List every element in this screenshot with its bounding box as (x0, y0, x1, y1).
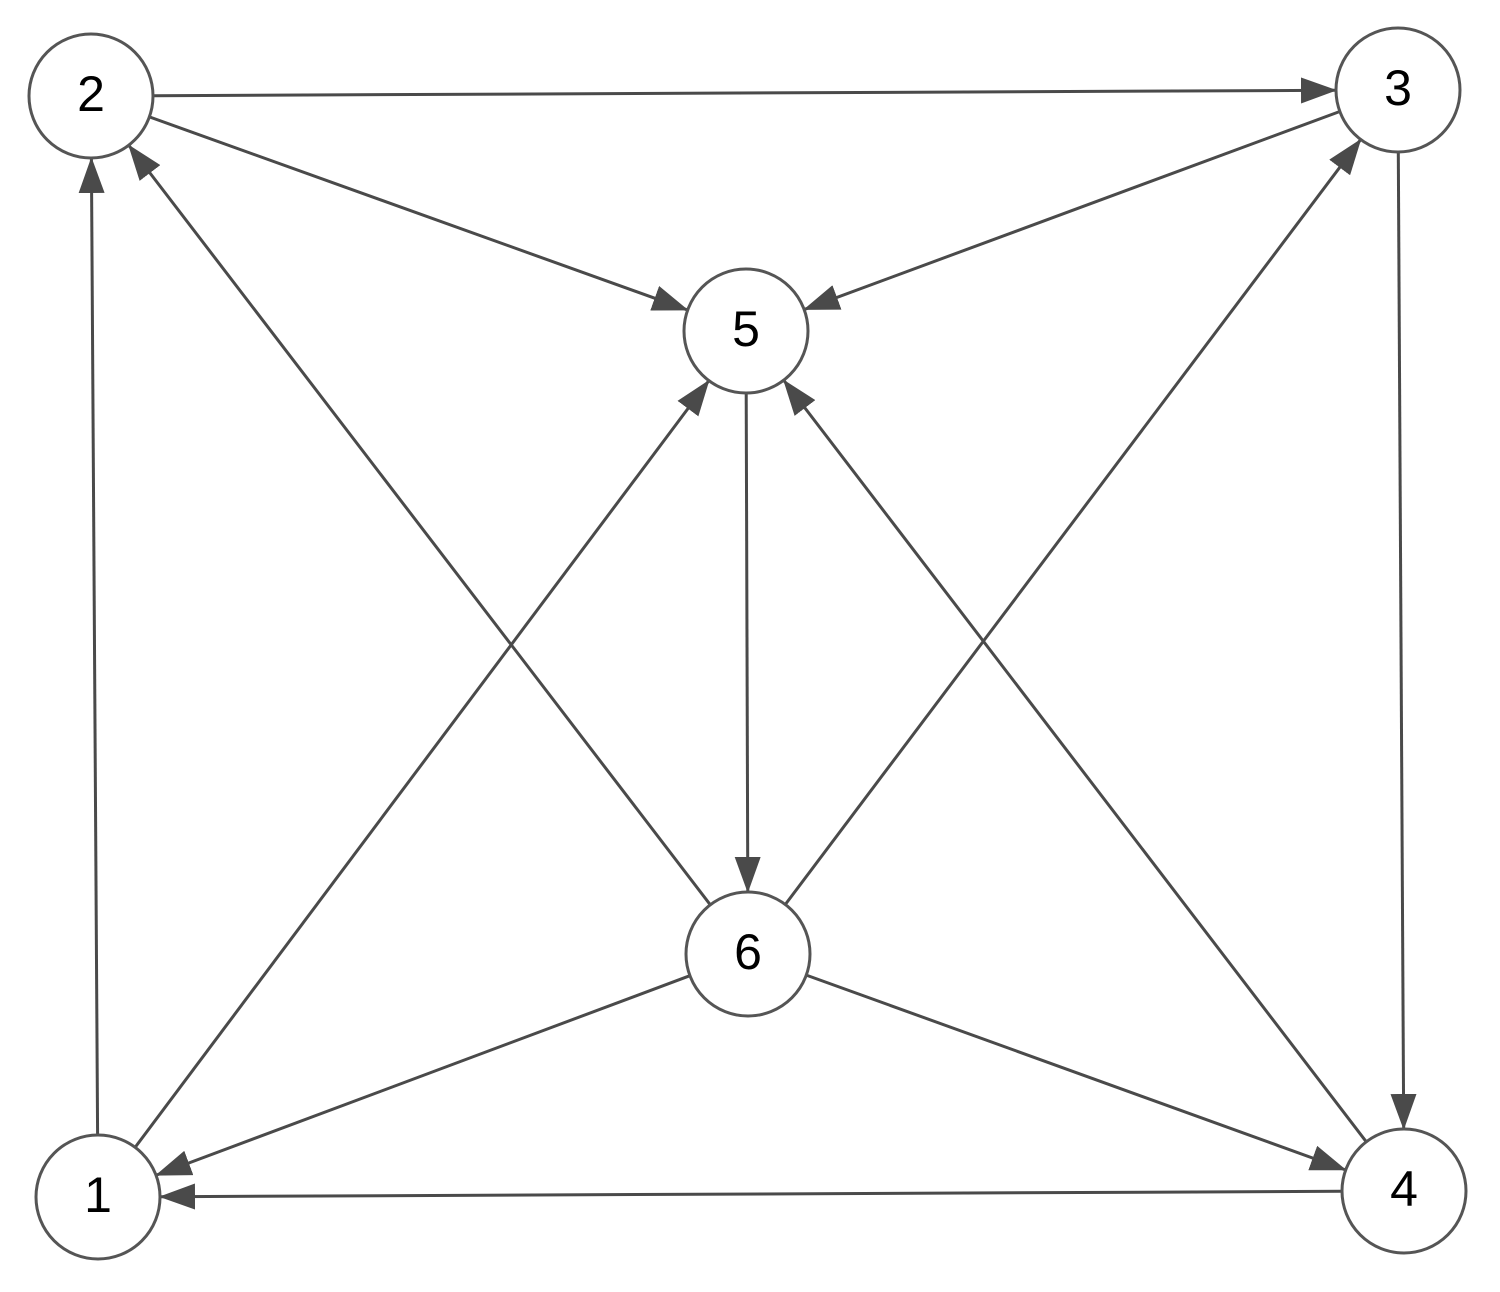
node-label-2: 2 (77, 66, 105, 122)
edge-1-to-2 (78, 157, 105, 1136)
edges-layer (78, 77, 1417, 1210)
edge-3-to-5 (803, 110, 1341, 311)
node-circle-1 (34, 1133, 162, 1261)
edge-5-to-6 (734, 392, 761, 893)
node-1: 1 (34, 1133, 162, 1261)
node-5: 5 (682, 267, 810, 395)
nodes-layer: 1 2 3 4 5 6 (27, 26, 1468, 1261)
edge-6-to-4 (805, 973, 1347, 1172)
edge-4-to-1 (159, 1183, 1343, 1210)
node-circle-4 (1340, 1127, 1468, 1255)
edge-1-to-5 (133, 379, 710, 1149)
edge-6-to-3 (784, 138, 1362, 906)
edge-2-to-3 (152, 77, 1337, 104)
node-circle-6 (684, 890, 812, 1018)
node-6: 6 (684, 890, 812, 1018)
node-circle-3 (1334, 26, 1462, 154)
node-label-6: 6 (734, 924, 762, 980)
node-label-1: 1 (84, 1167, 112, 1223)
edge-4-to-5 (783, 379, 1368, 1143)
node-4: 4 (1340, 1127, 1468, 1255)
node-circle-2 (27, 32, 155, 160)
node-2: 2 (27, 32, 155, 160)
node-label-3: 3 (1384, 60, 1412, 116)
node-label-5: 5 (732, 301, 760, 357)
node-circle-5 (682, 267, 810, 395)
node-label-4: 4 (1390, 1161, 1418, 1217)
edge-6-to-2 (128, 144, 712, 906)
edge-2-to-5 (148, 115, 689, 312)
edge-3-to-4 (1390, 151, 1417, 1130)
edge-6-to-1 (155, 974, 691, 1177)
node-3: 3 (1334, 26, 1462, 154)
